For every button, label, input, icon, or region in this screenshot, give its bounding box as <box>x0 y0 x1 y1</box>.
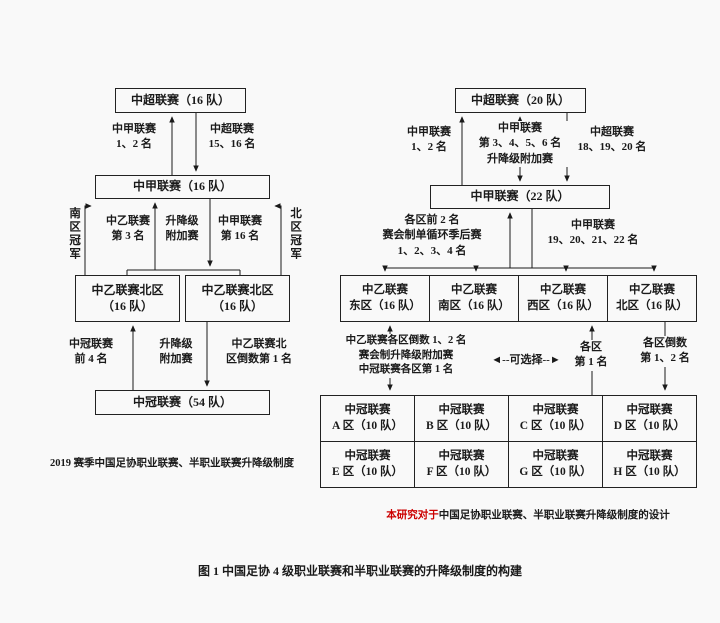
cmcl-e-box: 中冠联赛 E 区（10 队） <box>320 441 415 488</box>
cmcl-h-box: 中冠联赛 H 区（10 队） <box>602 441 697 488</box>
left-l2-third-label: 中乙联赛 第 3 名 <box>106 215 150 243</box>
right-l2-north-box: 中乙联赛 北区（16 队） <box>607 275 697 322</box>
right-cmcl-row-2: 中冠联赛 E 区（10 队） 中冠联赛 F 区（10 队） 中冠联赛 G 区（1… <box>320 441 697 488</box>
right-diagram-caption: 本研究对于中国足协职业联赛、半职业联赛升降级制度的设计 <box>356 509 700 523</box>
left-csl-box: 中超联赛（16 队） <box>115 88 246 113</box>
left-diagram-caption: 2019 赛季中国足协职业联赛、半职业联赛升降级制度 <box>49 458 295 469</box>
caption-rest: 中国足协职业联赛、半职业联赛升降级制度的设计 <box>438 510 670 521</box>
district-last-label: 各区倒数 第 1、2 名 <box>633 336 697 367</box>
right-l2-east-box: 中乙联赛 东区（16 队） <box>340 275 430 322</box>
left-relegation-label: 中超联赛 15、16 名 <box>208 123 256 151</box>
caption-highlight: 本研究对于 <box>386 510 439 521</box>
right-l2-row: 中乙联赛 东区（16 队） 中乙联赛 南区（16 队） 中乙联赛 西区（16 队… <box>340 275 697 322</box>
left-l2-last-label: 中乙联赛北 区倒数第 1 名 <box>226 338 292 366</box>
left-lower-playoff-label: 升降级 附加赛 <box>159 338 193 366</box>
cmcl-d-box: 中冠联赛 D 区（10 队） <box>602 395 697 442</box>
right-l2-west-box: 中乙联赛 西区（16 队） <box>518 275 608 322</box>
right-csl-playoff-label: 中甲联赛 第 3、4、5、6 名 升降级附加赛 <box>465 121 575 168</box>
left-cmcl-box: 中冠联赛（54 队） <box>95 390 270 415</box>
left-south-champion-label: 南区冠军 <box>68 207 81 261</box>
right-cmcl-row-1: 中冠联赛 A 区（10 队） 中冠联赛 B 区（10 队） 中冠联赛 C 区（1… <box>320 395 697 442</box>
left-north-champion-label: 北区冠军 <box>289 207 302 261</box>
cmcl-a-box: 中冠联赛 A 区（10 队） <box>320 395 415 442</box>
cmcl-g-box: 中冠联赛 G 区（10 队） <box>508 441 603 488</box>
right-league-one-box: 中甲联赛（22 队） <box>430 185 610 209</box>
figure-caption: 图 1 中国足协 4 级职业联赛和半职业联赛的升降级制度的构建 <box>197 564 522 578</box>
selectable-label: ◄--可选择--► <box>482 353 570 369</box>
left-promotion-label: 中甲联赛 1、2 名 <box>112 123 156 151</box>
right-relegation-label: 中超联赛 18、19、20 名 <box>577 126 647 154</box>
right-l2-playoff-label: 中乙联赛各区倒数 1、2 名 赛会制升降级附加赛 中冠联赛各区第 1 名 <box>330 334 482 379</box>
right-promotion-label: 中甲联赛 1、2 名 <box>407 126 451 154</box>
left-l1-16th-label: 中甲联赛 第 16 名 <box>218 215 262 243</box>
cmcl-f-box: 中冠联赛 F 区（10 队） <box>414 441 509 488</box>
right-l1-relegation-label: 中甲联赛 19、20、21、22 名 <box>547 219 639 247</box>
left-league-one-box: 中甲联赛（16 队） <box>95 175 270 199</box>
left-upper-playoff-label: 升降级 附加赛 <box>165 215 199 243</box>
right-csl-box: 中超联赛（20 队） <box>455 88 586 113</box>
right-l2-promotion-label: 各区前 2 名 赛会制单循环季后赛 1、2、3、4 名 <box>382 214 482 257</box>
left-l2-north-box-2: 中乙联赛北区 （16 队） <box>185 275 290 322</box>
cmcl-b-box: 中冠联赛 B 区（10 队） <box>414 395 509 442</box>
cmcl-c-box: 中冠联赛 C 区（10 队） <box>508 395 603 442</box>
left-l2-north-box-1: 中乙联赛北区 （16 队） <box>75 275 180 322</box>
right-l2-south-box: 中乙联赛 南区（16 队） <box>429 275 519 322</box>
district-first-label: 各区 第 1 名 <box>567 340 615 371</box>
left-cmcl-top4-label: 中冠联赛 前 4 名 <box>69 338 113 366</box>
